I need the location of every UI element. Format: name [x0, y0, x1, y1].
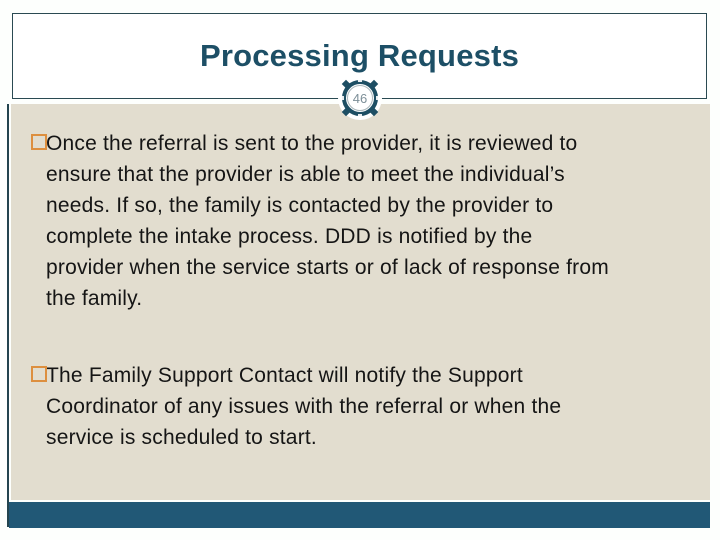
- content-panel: Once the referral is sent to the provide…: [11, 104, 710, 500]
- bullet-square-icon: [31, 134, 47, 150]
- badge-notch: [358, 114, 362, 117]
- bullet-item-2: The Family Support Contact will notify t…: [31, 360, 690, 453]
- bullet-text-2: The Family Support Contact will notify t…: [46, 364, 562, 449]
- left-accent-line: [7, 104, 9, 527]
- badge-notch: [341, 96, 344, 100]
- bullet-item-1: Once the referral is sent to the provide…: [31, 128, 690, 314]
- footer-bar: [9, 502, 710, 528]
- slide-title: Processing Requests: [199, 38, 520, 73]
- bullet-square-icon: [31, 366, 47, 382]
- slide-number-badge: 46: [338, 76, 382, 120]
- badge-inner-circle: [347, 85, 373, 111]
- badge-notch: [358, 79, 362, 82]
- slide-number: 46: [352, 90, 368, 106]
- badge-notch: [376, 96, 379, 100]
- bullet-text-1: Once the referral is sent to the provide…: [46, 132, 609, 310]
